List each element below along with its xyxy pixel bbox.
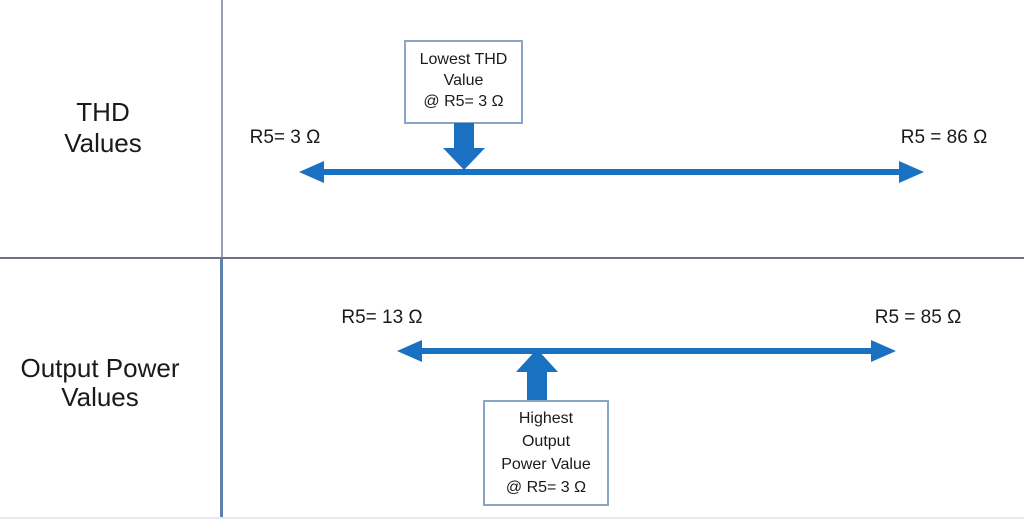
- output-power-title-line2: Values: [61, 382, 139, 412]
- thd-callout-arrow-head: [443, 148, 485, 170]
- slide-bottom-edge: [0, 517, 1024, 519]
- output-power-callout-line2: Output: [521, 433, 571, 450]
- thd-range-arrow-left-head: [299, 161, 324, 183]
- vertical-divider-bottom: [220, 259, 223, 517]
- output-power-callout-arrow-shaft: [527, 371, 547, 401]
- thd-range-max-label: R5 = 86 Ω: [900, 127, 988, 148]
- vertical-divider-top: [221, 0, 223, 259]
- output-power-range-arrow-right-head: [871, 340, 896, 362]
- output-power-range-max-label: R5 = 85 Ω: [874, 307, 962, 328]
- thd-title-line2: Values: [64, 128, 142, 158]
- output-power-range-arrow-left-head: [397, 340, 422, 362]
- thd-callout-line1: Lowest THD: [419, 51, 508, 68]
- output-power-callout-line1: Highest: [518, 410, 574, 427]
- thd-callout-line3: @ R5= 3 Ω: [423, 93, 504, 110]
- thd-range-min-label: R5= 3 Ω: [249, 127, 321, 148]
- output-power-callout-arrow-head: [516, 349, 558, 372]
- output-power-callout-line3: Power Value: [501, 456, 591, 473]
- thd-section-title: THD Values: [20, 97, 186, 159]
- thd-range-arrow-line: [313, 169, 911, 175]
- thd-callout-arrow-shaft: [454, 123, 474, 148]
- thd-callout-box: Lowest THD Value @ R5= 3 Ω: [404, 40, 523, 124]
- output-power-range-min-label: R5= 13 Ω: [341, 307, 423, 328]
- thd-title-line1: THD: [76, 97, 130, 127]
- output-power-section-title: Output Power Values: [17, 354, 183, 412]
- output-power-callout-line4: @ R5= 3 Ω: [505, 479, 587, 496]
- thd-callout-line2: Value: [443, 72, 484, 89]
- output-power-title-line1: Output Power: [20, 353, 180, 383]
- horizontal-divider: [0, 257, 1024, 259]
- output-power-range-arrow-line: [411, 348, 884, 354]
- output-power-callout-box: Highest Output Power Value @ R5= 3 Ω: [483, 400, 609, 506]
- thd-range-arrow-right-head: [899, 161, 924, 183]
